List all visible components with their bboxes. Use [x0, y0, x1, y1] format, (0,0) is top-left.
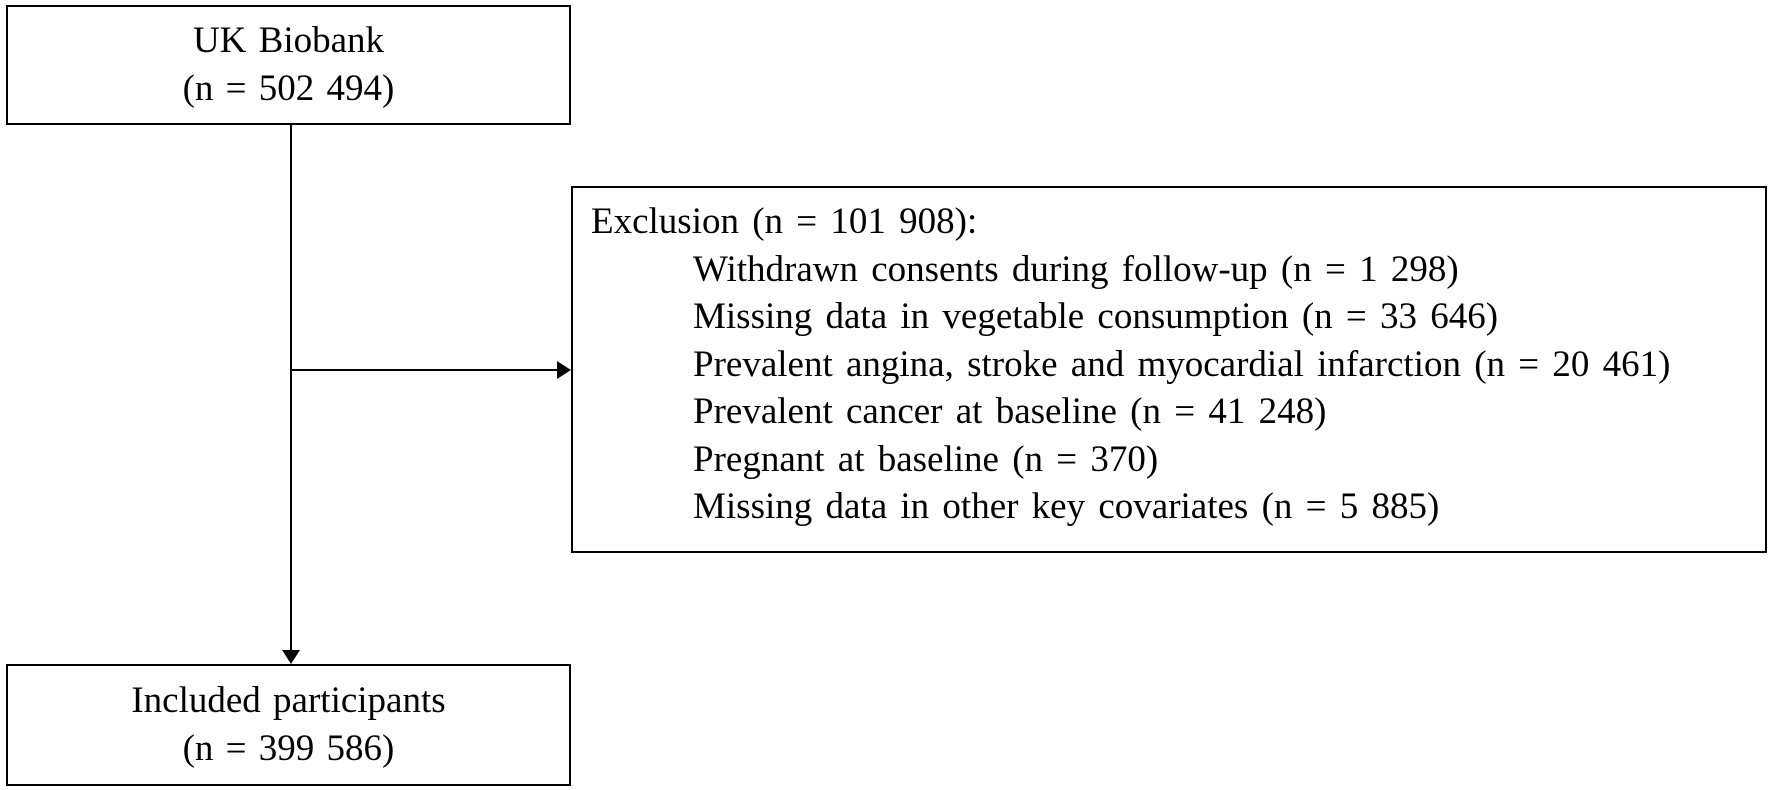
uk-biobank-box: UK Biobank (n = 502 494)	[6, 5, 571, 125]
uk-biobank-label: UK Biobank	[192, 20, 385, 61]
included-participants-count: (n = 399 586)	[182, 728, 395, 769]
included-participants-label: Included participants	[131, 680, 446, 721]
uk-biobank-count: (n = 502 494)	[182, 68, 395, 109]
exclusion-list: Withdrawn consents during follow-up (n =…	[591, 246, 1765, 531]
exclusion-item-prevalent-cancer: Prevalent cancer at baseline (n = 41 248…	[693, 391, 1327, 432]
exclusion-heading: Exclusion (n = 101 908):	[591, 201, 978, 242]
down-arrowhead-icon	[282, 650, 300, 664]
exclusion-item-withdrawn-consents: Withdrawn consents during follow-up (n =…	[693, 248, 1459, 290]
right-arrowhead-icon	[557, 361, 571, 379]
included-participants-box: Included participants (n = 399 586)	[6, 664, 571, 786]
exclusion-item-missing-vegetable-data: Missing data in vegetable consumption (n…	[693, 296, 1499, 337]
exclusion-item-pregnant: Pregnant at baseline (n = 370)	[693, 438, 1159, 480]
exclusion-item-missing-covariates: Missing data in other key covariates (n …	[693, 486, 1440, 527]
exclusion-item-prevalent-cvd: Prevalent angina, stroke and myocardial …	[693, 343, 1671, 385]
exclusion-box: Exclusion (n = 101 908): Withdrawn conse…	[571, 186, 1767, 553]
